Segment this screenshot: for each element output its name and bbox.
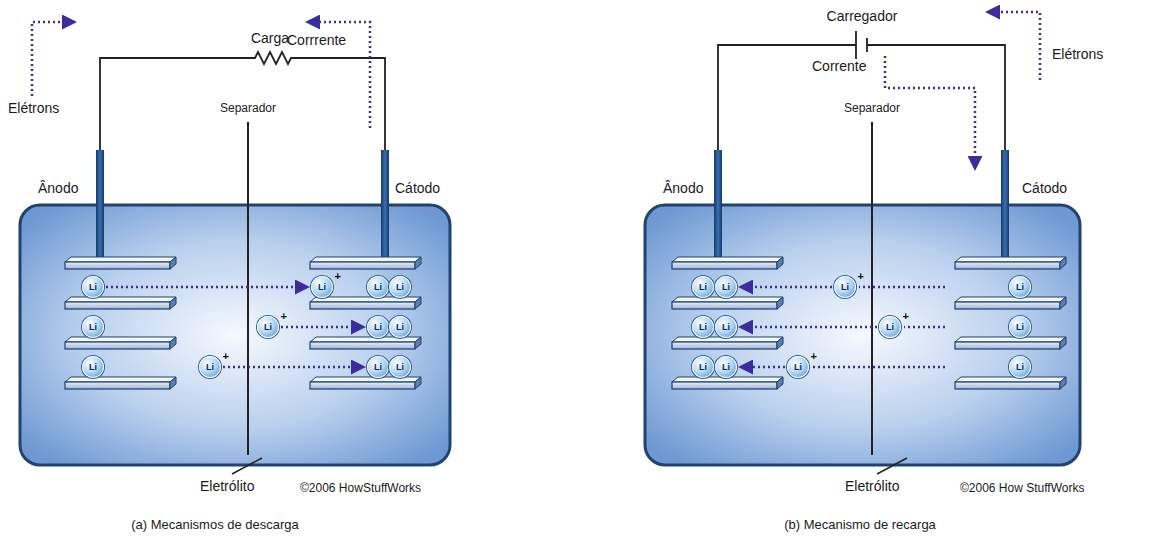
anode-terminal [96,150,104,262]
copyright-note: ©2006 HowStuffWorks [300,482,421,496]
element-symbol: Li [318,283,326,292]
lithium-atom: Li [1009,276,1031,298]
element-symbol: Li [1016,363,1024,372]
charge-sign: + [903,311,909,322]
element-symbol: Li [206,363,214,372]
lithium-atom: Li [715,316,737,338]
circuit-wire [718,31,1005,150]
charge-sign: + [281,311,287,322]
lithium-atom: Li [692,276,714,298]
element-symbol: Li [794,363,802,372]
lithium-ion: Li+ [311,276,333,298]
copyright-note: ©2006 How StuffWorks [960,482,1084,496]
element-symbol: Li [396,363,404,372]
element-symbol: Li [722,323,730,332]
anode-plates [672,257,783,389]
element-symbol: Li [396,323,404,332]
separator [871,122,873,455]
anode-label: Ânodo [663,180,703,196]
electron-label: Elétrons [8,100,59,116]
ion-flow-arrow [106,286,307,289]
lithium-atom: Li [82,356,104,378]
element-symbol: Li [374,283,382,292]
element-symbol: Li [396,283,404,292]
lithium-atom: Li [82,276,104,298]
current-label: Corrrente [287,32,346,48]
panel-caption: (a) Mecanismos de descarga [131,518,299,533]
cathode-terminal [381,150,389,262]
element-symbol: Li [722,363,730,372]
separator-label: Separador [220,102,276,116]
element-symbol: Li [699,323,707,332]
anode-label: Ânodo [38,180,78,196]
separator [247,122,249,455]
cathode-label: Cátodo [395,180,440,196]
element-symbol: Li [699,283,707,292]
lithium-atom: Li [1009,316,1031,338]
element-symbol: Li [699,363,707,372]
charge-sign: + [811,351,817,362]
separator-label: Separador [844,102,900,116]
ion-flow-arrow [741,366,785,369]
ion-flow-arrow [223,366,363,369]
charger-label: Carregador [827,8,898,24]
lithium-ion: Li+ [787,356,809,378]
element-symbol: Li [722,283,730,292]
ion-flow-arrow [741,286,832,289]
cathode-plates [955,257,1066,389]
element-symbol: Li [89,283,97,292]
lithium-ion: Li+ [879,316,901,338]
panel-caption: (b) Mecanismo de recarga [784,518,936,533]
element-symbol: Li [886,323,894,332]
electrolyte-label: Eletrólito [200,478,254,494]
lithium-ion: Li+ [834,276,856,298]
cathode-label: Cátodo [1022,180,1067,196]
lithium-atom: Li [82,316,104,338]
element-symbol: Li [89,363,97,372]
lithium-ion: Li+ [199,356,221,378]
ion-flow-arrow [741,326,877,329]
anode-plates [65,257,176,389]
electrolyte-label: Eletrólito [845,478,899,494]
cathode-plates [310,257,421,389]
element-symbol: Li [374,323,382,332]
cathode-terminal [1001,150,1009,262]
lithium-atom: Li [367,356,389,378]
anode-terminal [714,150,722,262]
charge-sign: + [223,351,229,362]
load-label: Carga [251,30,289,46]
lithium-atom: Li [715,276,737,298]
lithium-ion: Li+ [257,316,279,338]
current-label: Corrente [812,58,866,74]
element-symbol: Li [374,363,382,372]
charge-sign: + [335,271,341,282]
circuit-wire [100,52,385,150]
element-symbol: Li [264,323,272,332]
leader-line [877,458,907,474]
lithium-atom: Li [1009,356,1031,378]
lithium-atom: Li [389,276,411,298]
lithium-atom: Li [367,316,389,338]
ion-flow-arrow [281,326,363,329]
lithium-atom: Li [692,316,714,338]
electron-label: Elétrons [1052,46,1103,62]
electron-flow-arrow [988,12,1040,80]
element-symbol: Li [1016,283,1024,292]
leader-line [232,458,262,474]
electron-flow-arrow [32,22,74,96]
battery-case [645,205,1080,465]
lithium-atom: Li [692,356,714,378]
element-symbol: Li [841,283,849,292]
element-symbol: Li [89,323,97,332]
lithium-atom: Li [389,316,411,338]
discharge-panel [20,22,450,474]
recharge-panel [645,12,1080,474]
element-symbol: Li [1016,323,1024,332]
lithium-atom: Li [367,276,389,298]
charge-sign: + [858,271,864,282]
lithium-atom: Li [389,356,411,378]
lithium-atom: Li [715,356,737,378]
